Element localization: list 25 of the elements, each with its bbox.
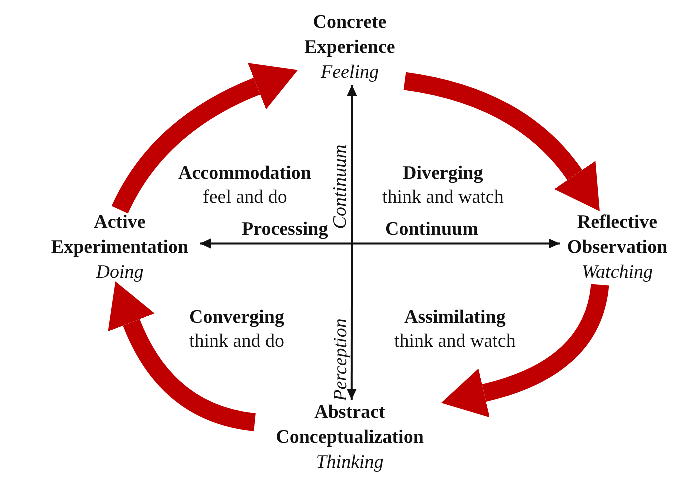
- quadrant-title: Assimilating: [404, 307, 506, 329]
- axis-label: Perception: [330, 318, 352, 401]
- quadrant-text: think and do: [190, 331, 284, 353]
- quadrant-text: think and watch: [382, 187, 504, 209]
- stage-subtitle: Watching: [580, 261, 654, 285]
- axis-arrow: [200, 238, 560, 249]
- cycle-arrow: [108, 282, 256, 432]
- cycle-arrow: [112, 63, 298, 214]
- cycle-arrow: [404, 72, 602, 211]
- quadrant-title: Accommodation: [178, 163, 312, 185]
- axis-arrow: [346, 85, 358, 400]
- stage-title: Reflective Observation: [566, 211, 669, 260]
- stage-title: Concrete Experience: [304, 11, 396, 60]
- quadrant-title: Converging: [190, 307, 284, 329]
- stage-title: Abstract Conceptualization: [275, 402, 425, 450]
- quadrant-text: feel and do: [203, 187, 288, 209]
- quadrant-text: think and watch: [394, 331, 516, 353]
- stage-title: Active Experimentation: [50, 211, 190, 260]
- stage-subtitle: Doing: [95, 261, 145, 285]
- stage-subtitle: Thinking: [315, 451, 385, 475]
- stage-subtitle: Feeling: [320, 61, 380, 85]
- quadrant-title: Continuum: [386, 219, 478, 241]
- quadrant-title: Processing: [242, 219, 328, 241]
- quadrant-title: Diverging: [403, 163, 484, 185]
- axis-label: Continuum: [330, 144, 352, 230]
